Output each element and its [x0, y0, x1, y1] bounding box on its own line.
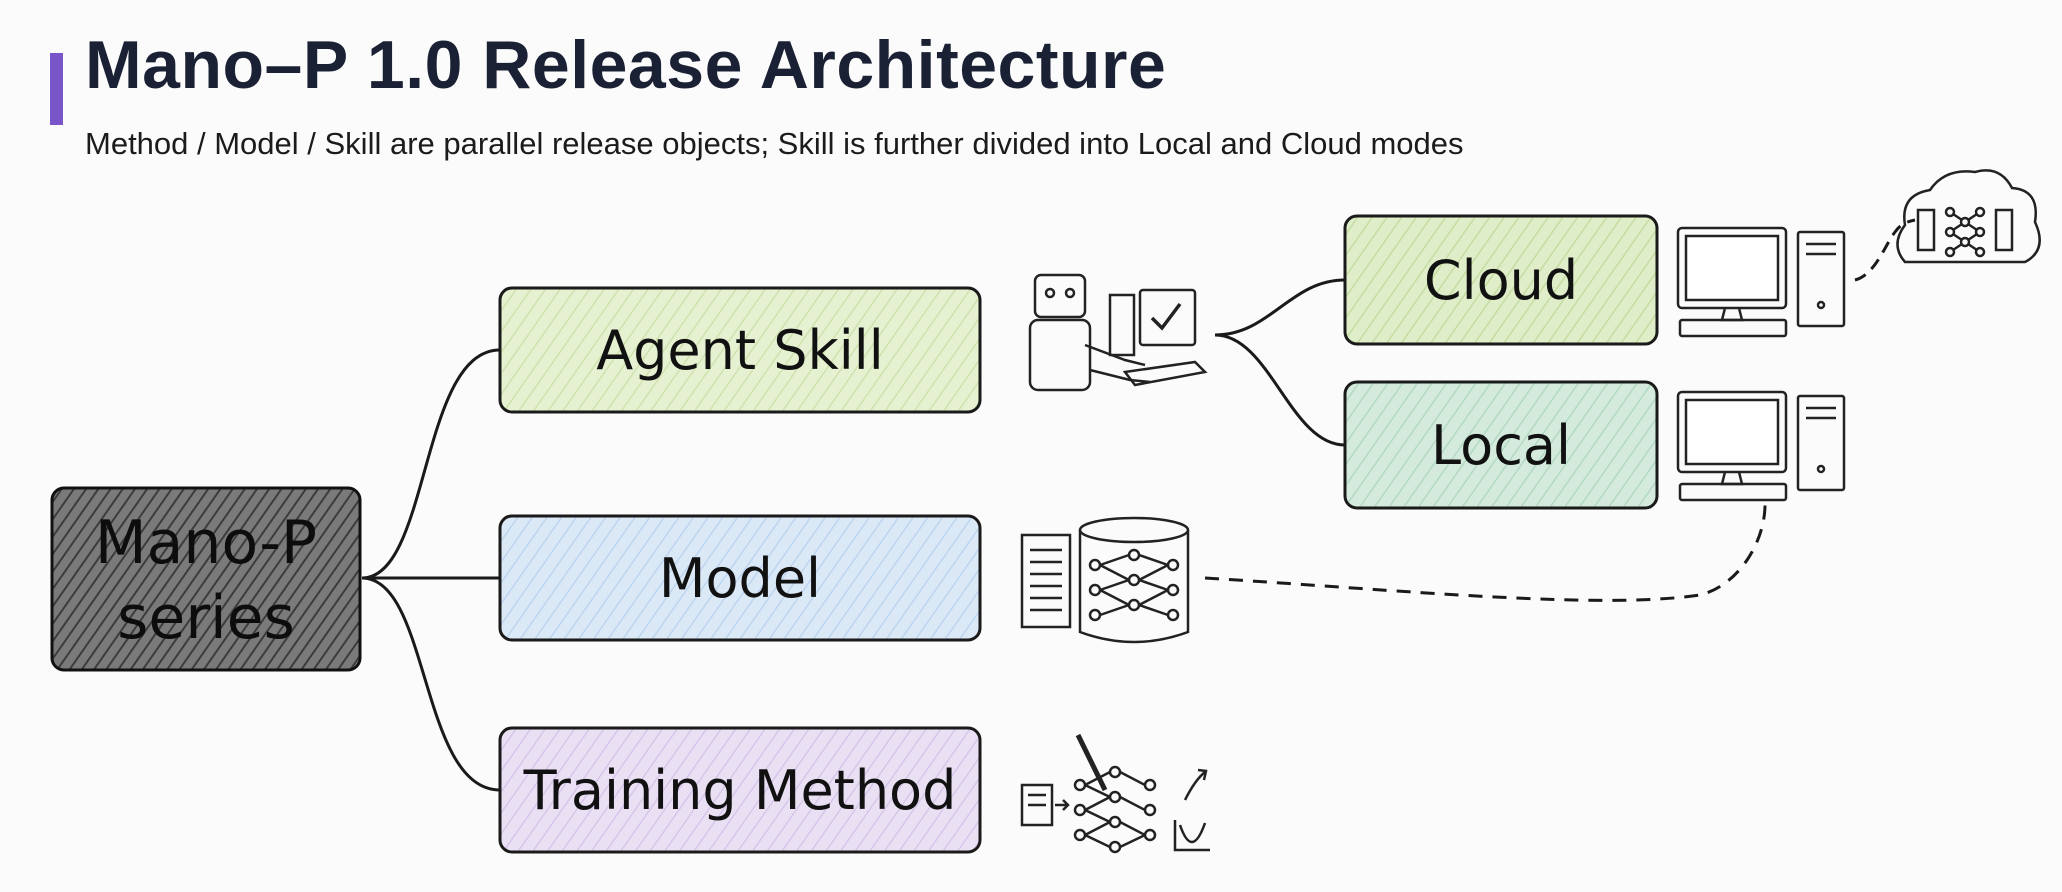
training-method-node: Training Method	[498, 726, 982, 854]
connector-root-agent-skill	[361, 348, 501, 580]
local-computer-icon	[1676, 390, 1846, 502]
connector-skill-cloud	[1214, 278, 1346, 337]
local-node: Local	[1343, 380, 1659, 510]
cloud-server-icon	[1896, 169, 2041, 264]
title-accent-bar	[50, 53, 63, 125]
root-node: Mano-P series	[50, 486, 362, 672]
connector-root-training	[361, 576, 501, 792]
connector-skill-local	[1214, 333, 1346, 447]
agent-skill-node: Agent Skill	[498, 286, 982, 414]
robot-computer-icon	[1028, 273, 1208, 392]
cloud-node: Cloud	[1343, 214, 1659, 346]
agent-skill-label: Agent Skill	[596, 319, 884, 382]
connector-cloud-server-dashed	[1854, 218, 1916, 282]
page-subtitle: Method / Model / Skill are parallel rele…	[85, 126, 1464, 161]
cloud-computer-icon	[1676, 226, 1846, 338]
connector-model-local-dashed	[1204, 504, 1767, 602]
page-title: Mano–P 1.0 Release Architecture	[85, 27, 1167, 103]
local-label: Local	[1431, 414, 1571, 477]
model-label: Model	[659, 547, 821, 610]
root-label-line1: Mano-P	[95, 508, 317, 578]
model-database-icon	[1020, 516, 1190, 644]
root-label-line2: series	[117, 583, 295, 653]
training-method-label: Training Method	[523, 759, 957, 822]
connector-lines	[361, 218, 1916, 792]
training-network-icon	[1020, 733, 1210, 854]
cloud-label: Cloud	[1424, 249, 1578, 312]
model-node: Model	[498, 514, 982, 642]
